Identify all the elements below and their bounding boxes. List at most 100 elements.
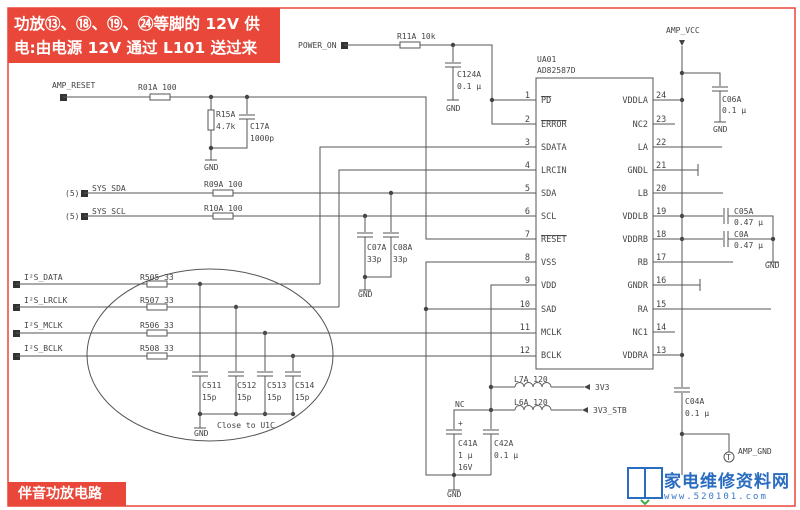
net-amp-vcc: AMP_VCC xyxy=(666,26,700,35)
net-i2s-mclk: I²S_MCLK xyxy=(24,321,63,330)
label-c08a: C08A xyxy=(393,243,412,252)
pin-number: 24 xyxy=(656,91,666,101)
ic-part: AD82587D xyxy=(537,66,576,75)
value-c124a: 0.1 μ xyxy=(457,82,481,91)
frame xyxy=(7,7,796,507)
pin-number: 21 xyxy=(656,161,666,171)
pin-name-vss: VSS xyxy=(541,258,556,268)
pin-number: 23 xyxy=(656,115,666,125)
value-c42a: 0.1 μ xyxy=(494,451,518,460)
pin-number: 1 xyxy=(525,91,530,101)
pin-name-nc1: NC1 xyxy=(633,328,648,338)
wire xyxy=(420,44,536,125)
junction-dot xyxy=(770,236,776,242)
net-sys-scl: SYS_SCL xyxy=(92,207,126,216)
pin-number: 19 xyxy=(656,207,666,217)
pin-number: 6 xyxy=(525,207,530,217)
net-i2s-bclk: I²S_BCLK xyxy=(24,344,63,353)
arrow-icon xyxy=(584,384,590,390)
note-close-to-u1c: Close to U1C xyxy=(217,421,275,430)
label-l6a: L6A 120 xyxy=(514,398,548,407)
capacitor-gap xyxy=(723,231,729,247)
value-c08a: 33p xyxy=(393,255,408,264)
pin-number: 5 xyxy=(525,184,530,194)
pin-name-pd: PD xyxy=(541,96,551,106)
label-c04a: C04A xyxy=(685,397,704,406)
label-c511: C511 xyxy=(202,381,221,390)
label-c124a: C124A xyxy=(457,70,481,79)
capacitor-gap xyxy=(712,86,728,92)
junction-dot xyxy=(208,145,214,151)
label-r508: R508 33 xyxy=(140,344,174,353)
pin-name-vddla: VDDLA xyxy=(622,96,648,106)
pin-number: 11 xyxy=(520,323,530,333)
value-c512: 15p xyxy=(237,393,252,402)
junction-dot xyxy=(423,306,429,312)
pin-name-mclk: MCLK xyxy=(541,328,562,338)
capacitor-gap xyxy=(192,371,208,377)
capacitor-gap xyxy=(239,114,255,120)
label-c05a: C05A xyxy=(734,207,753,216)
gnd-label: GND xyxy=(447,490,462,499)
label-c07a: C07A xyxy=(367,243,386,252)
pin-name-sda: SDA xyxy=(541,189,556,199)
resistor xyxy=(207,109,215,131)
resistor xyxy=(399,41,421,49)
capacitor-gap xyxy=(446,429,462,435)
polarity-plus: + xyxy=(458,419,463,428)
junction-dot xyxy=(362,274,368,280)
pin-number: 17 xyxy=(656,253,666,263)
label-c514: C514 xyxy=(295,381,314,390)
net-i2s-lrclk: I²S_LRCLK xyxy=(24,296,68,305)
pin-name-reset: RESET xyxy=(541,235,567,245)
label-c513: C513 xyxy=(267,381,286,390)
pin-number: 16 xyxy=(656,276,666,286)
inductor xyxy=(514,405,552,411)
gnd-label: GND xyxy=(204,163,219,172)
value-c05a: 0.47 μ xyxy=(734,218,763,227)
wire xyxy=(682,433,730,452)
pin-number: 15 xyxy=(656,300,666,310)
net-i2s-data: I²S_DATA xyxy=(24,273,63,282)
resistor xyxy=(212,212,234,220)
resistor xyxy=(212,189,234,197)
label-c512: C512 xyxy=(237,381,256,390)
value-c511: 15p xyxy=(202,393,217,402)
label-r506: R506 33 xyxy=(140,321,174,330)
capacitor-gap xyxy=(483,429,499,435)
label-r11a: R11A 10k xyxy=(397,32,436,41)
header-line-1: 功放⑬、⑱、⑲、㉔等脚的 12V 供 xyxy=(14,15,260,33)
pin-name-sdata: SDATA xyxy=(541,143,567,153)
label-r09a: R09A 100 xyxy=(204,180,243,189)
ic-body xyxy=(535,77,654,370)
label-c06a: C06A xyxy=(722,95,741,104)
net-amp-reset: AMP_RESET xyxy=(52,81,96,90)
label-r505: R505 33 xyxy=(140,273,174,282)
value-c0a: 0.47 μ xyxy=(734,241,763,250)
gnd-label: GND xyxy=(446,104,461,113)
wire xyxy=(425,261,536,476)
pin-name-vddra: VDDRA xyxy=(622,351,648,361)
inductor xyxy=(514,382,552,388)
value-c41a: 1 μ xyxy=(458,451,473,460)
pin-number: 10 xyxy=(520,300,530,310)
wire xyxy=(453,409,491,430)
highlight-ellipse xyxy=(86,268,334,442)
pin-number: 2 xyxy=(525,115,530,125)
ic-ref: UA01 xyxy=(537,55,556,64)
pin-name-rb: RB xyxy=(638,258,648,268)
label-r01a: R01A 100 xyxy=(138,83,177,92)
pin-name-gndr: GNDR xyxy=(628,281,649,291)
wire xyxy=(211,119,248,149)
capacitor-gap xyxy=(357,232,373,238)
label-c0a: C0A xyxy=(734,230,749,239)
pin-number: 9 xyxy=(525,276,530,286)
wire xyxy=(490,284,536,430)
pin-name-lb: LB xyxy=(638,189,648,199)
test-point-icon xyxy=(723,451,735,463)
arrow-icon xyxy=(582,407,588,413)
sheet-ref: (5) xyxy=(65,189,79,198)
pin-name-bclk: BCLK xyxy=(541,351,562,361)
